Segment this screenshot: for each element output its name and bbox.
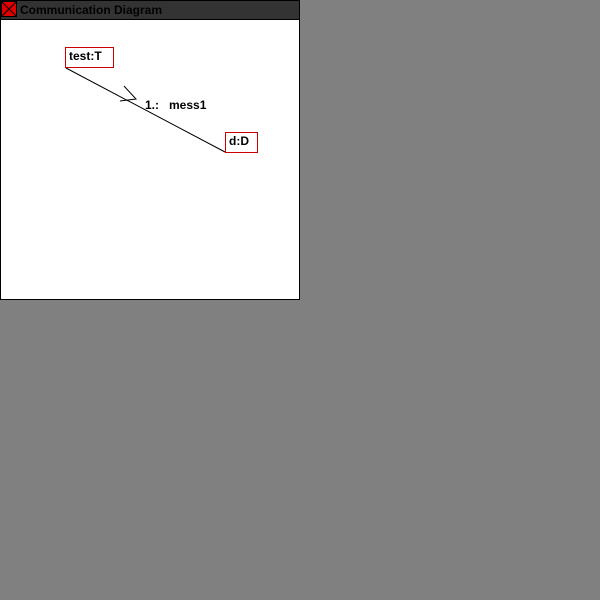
window-title: Communication Diagram [20, 3, 163, 17]
window-titlebar[interactable]: Communication Diagram [1, 1, 299, 20]
object-d-d[interactable]: d:D [225, 132, 258, 153]
diagram-links [65, 67, 226, 153]
communication-diagram-window: Communication Diagram test:T d:D 1.: mess… [0, 0, 300, 300]
message-arrow-icon [119, 85, 138, 102]
message-sequence: 1.: [145, 98, 160, 112]
object-test-t[interactable]: test:T [65, 47, 114, 68]
diagram-canvas: test:T d:D 1.: mess1 [1, 20, 299, 299]
association-link [65, 67, 226, 153]
message-name: mess1 [169, 98, 207, 112]
close-icon[interactable] [1, 1, 17, 17]
message-label[interactable]: 1.: mess1 [145, 98, 206, 112]
